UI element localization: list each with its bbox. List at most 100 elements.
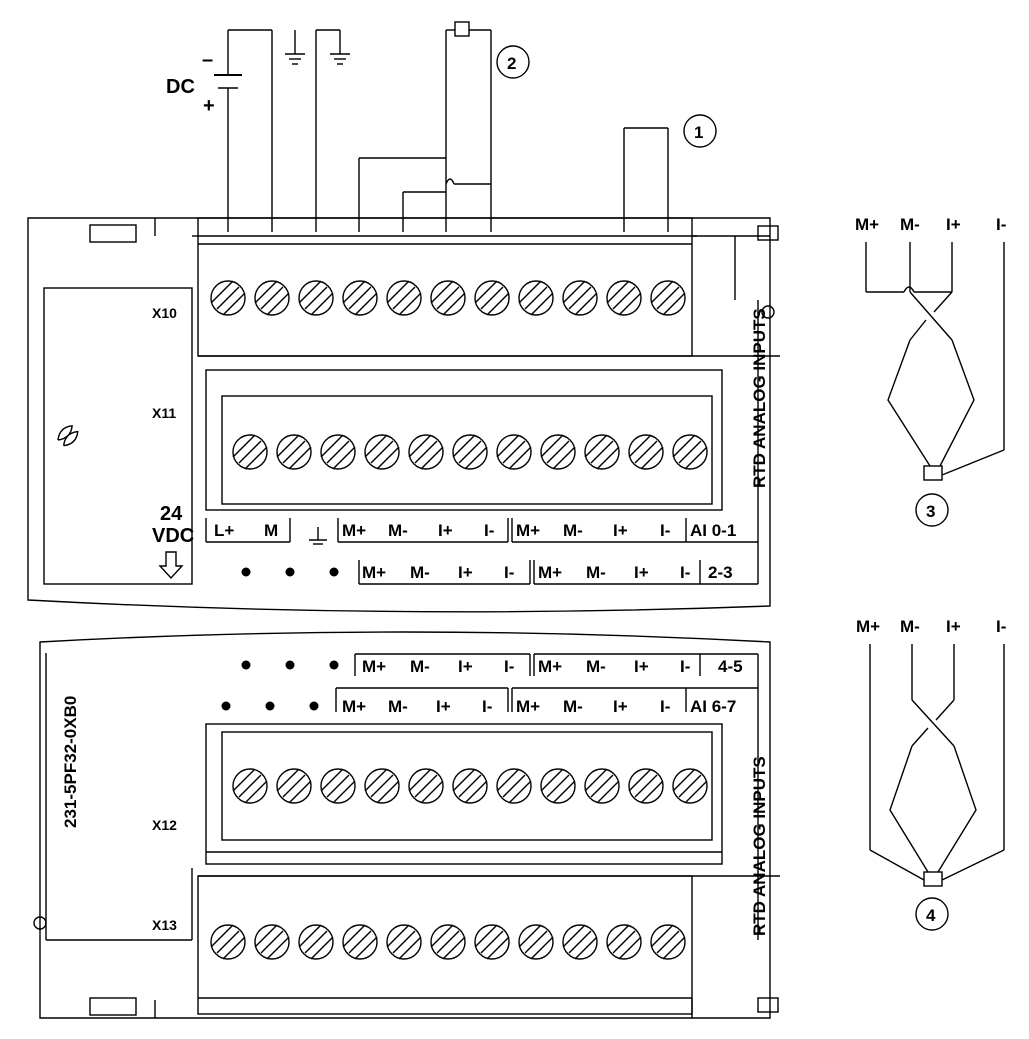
x10-screw-slot: [612, 286, 636, 310]
x10-screw-slot: [524, 286, 548, 310]
x11-screw-slot: [452, 434, 476, 458]
x13-screw-slot: [656, 930, 680, 954]
terminal-label-ch1-m-plus: M+: [516, 521, 540, 540]
x13-screw-slot: [530, 936, 554, 960]
x11-screw-slot: [320, 434, 344, 458]
terminal-label-m: M: [264, 521, 278, 540]
wiring3-label-m-plus: M+: [855, 215, 879, 234]
x11-screw-slot: [678, 440, 702, 464]
x13-screw-slot: [304, 930, 328, 954]
x11-screw-slot: [420, 446, 444, 470]
x12-screw-slot: [414, 774, 438, 798]
terminal-label-ch7-m-plus: M+: [516, 697, 540, 716]
x11-screw-slot: [458, 440, 482, 464]
x11-screw-slot: [464, 446, 488, 470]
x13-screw-slot: [474, 924, 498, 948]
x11-screw-slot: [672, 434, 696, 458]
x13-screw-slot: [342, 924, 366, 948]
upper-side-label: RTD ANALOG INPUTS: [750, 308, 769, 488]
x11-screw-slot: [634, 440, 658, 464]
x13-screw-slot: [612, 930, 636, 954]
x10-screw-terminals: [210, 280, 686, 316]
group-label-2-3: 2-3: [708, 563, 733, 582]
x13-screw-slot: [562, 924, 586, 948]
x13-screw-slot: [650, 924, 674, 948]
terminal-label-ch1-i-plus: I+: [613, 521, 628, 540]
x12-terminal-block: [205, 723, 723, 865]
x10-screw-slot: [442, 292, 466, 316]
x10-screw-slot: [568, 286, 592, 310]
x11-screw-slot: [546, 440, 570, 464]
dc-supply-wiring: [214, 29, 350, 232]
terminal-label-ch0-i-plus: I+: [438, 521, 453, 540]
x10-screw-slot: [480, 286, 504, 310]
terminal-label-ch3-i-plus: I+: [634, 563, 649, 582]
supply-voltage-line1: 24: [160, 503, 183, 525]
terminal-label-ch4-i-plus: I+: [458, 657, 473, 676]
terminal-label-ch5-i-plus: I+: [634, 657, 649, 676]
x10-label: X10: [152, 305, 177, 321]
x13-screw-slot: [480, 930, 504, 954]
x12-screw-slot: [552, 780, 576, 804]
x12-screw-slot: [628, 768, 652, 792]
terminal-label-ch7-i-plus: I+: [613, 697, 628, 716]
x12-screw-slot: [584, 768, 608, 792]
x10-screw-slot: [486, 292, 510, 316]
x11-screw-slot: [364, 434, 388, 458]
terminal-label-l-plus: L+: [214, 521, 234, 540]
four-wire-rtd-wiring: [869, 644, 1005, 887]
x13-screw-slot: [606, 924, 630, 948]
x11-screw-slot: [408, 434, 432, 458]
lower-side-label: RTD ANALOG INPUTS: [750, 756, 769, 936]
x13-screw-slot: [568, 930, 592, 954]
terminal-label-ch6-m-plus: M+: [342, 697, 366, 716]
x10-screw-slot: [606, 280, 630, 304]
siemens-logo-icon: [57, 425, 79, 447]
terminal-label-ch3-m-plus: M+: [538, 563, 562, 582]
x12-screw-slot: [238, 774, 262, 798]
x11-terminal-block: [205, 369, 723, 511]
terminal-label-ch0-m-plus: M+: [342, 521, 366, 540]
callout-4-label: 4: [926, 906, 936, 925]
x12-screw-slot: [370, 774, 394, 798]
x13-screw-slot: [348, 930, 372, 954]
x12-screw-slot: [672, 768, 696, 792]
x12-screw-slot: [684, 780, 708, 804]
x12-screw-terminals: [232, 768, 708, 804]
x12-screw-slot: [634, 774, 658, 798]
x10-screw-slot: [656, 286, 680, 310]
x13-screw-slot: [662, 936, 686, 960]
x10-screw-slot: [562, 280, 586, 304]
terminal-label-ch6-i-plus: I+: [436, 697, 451, 716]
x13-screw-slot: [260, 930, 284, 954]
x11-screw-slot: [232, 434, 256, 458]
wiring3-label-i-plus: I+: [946, 215, 961, 234]
terminal-label-ch5-i-minus: I-: [680, 657, 690, 676]
x11-screw-slot: [596, 446, 620, 470]
x13-screw-slot: [430, 924, 454, 948]
x12-screw-slot: [420, 780, 444, 804]
x12-screw-slot: [678, 774, 702, 798]
x12-screw-slot: [546, 774, 570, 798]
terminal-label-ch7-i-minus: I-: [660, 697, 670, 716]
x13-screw-slot: [216, 930, 240, 954]
x13-screw-slot: [524, 930, 548, 954]
x12-screw-slot: [496, 768, 520, 792]
x12-screw-slot: [508, 780, 532, 804]
callout-1-label: 1: [694, 123, 703, 142]
x10-screw-slot: [304, 286, 328, 310]
x13-screw-slot: [254, 924, 278, 948]
x10-screw-slot: [310, 292, 334, 316]
x12-screw-slot: [408, 768, 432, 792]
x12-screw-slot: [282, 774, 306, 798]
x11-screw-slot: [552, 446, 576, 470]
x13-screw-slot: [222, 936, 246, 960]
upper-label-row-2: [241, 300, 759, 585]
x13-screw-slot: [392, 930, 416, 954]
x10-screw-slot: [662, 292, 686, 316]
terminal-label-ch5-m-minus: M-: [586, 657, 606, 676]
wiring3-label-i-minus: I-: [996, 215, 1006, 234]
x12-screw-slot: [596, 780, 620, 804]
two-wire-rtd-wiring: [358, 21, 492, 232]
